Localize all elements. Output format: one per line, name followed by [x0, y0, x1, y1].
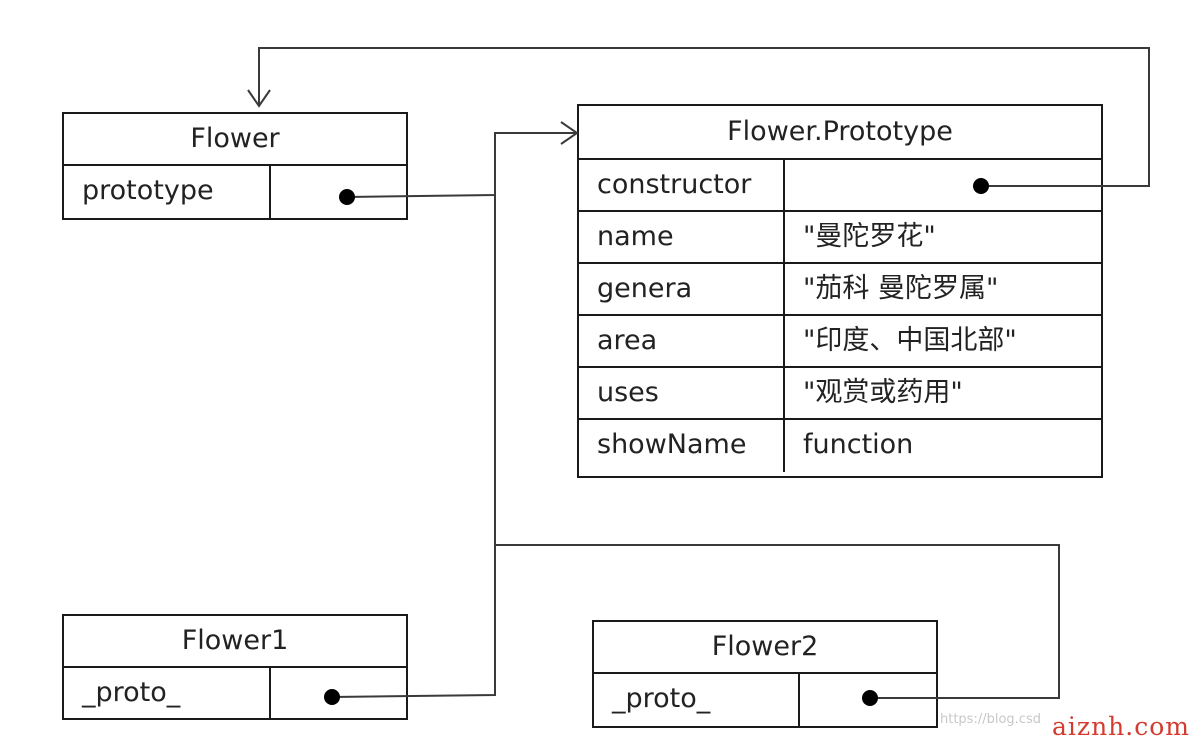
flower-prototype-key: prototype	[64, 166, 271, 218]
flower2-title: Flower2	[594, 622, 936, 674]
flower1-proto-row: _proto_	[64, 668, 406, 720]
flower2-proto-pointer-cell	[800, 674, 936, 726]
watermark-brand: aiznh.com	[1052, 712, 1190, 741]
row-value: "印度、中国北部"	[803, 325, 1017, 356]
flower1-title: Flower1	[64, 616, 406, 668]
flower1-proto-pointer-cell	[271, 668, 406, 720]
flower1-box: Flower1 _proto_	[62, 614, 408, 720]
table-row: area "印度、中国北部"	[579, 316, 1101, 368]
table-row: uses "观赏或药用"	[579, 368, 1101, 420]
flower2-box: Flower2 _proto_	[592, 620, 938, 728]
flower-prototype-pointer-cell	[271, 166, 406, 218]
flower2-proto-key: _proto_	[594, 674, 800, 726]
row-value	[785, 160, 1101, 210]
table-row: constructor	[579, 160, 1101, 212]
row-key: constructor	[579, 160, 785, 210]
row-key: area	[579, 316, 785, 366]
row-key: name	[579, 212, 785, 262]
flower-box: Flower prototype	[62, 112, 408, 220]
row-value: "曼陀罗花"	[803, 221, 936, 252]
flower-prototype-title: Flower.Prototype	[579, 106, 1101, 160]
flower2-proto-row: _proto_	[594, 674, 936, 726]
flower-title: Flower	[64, 114, 406, 166]
row-key: uses	[579, 368, 785, 418]
flower-prototype-box: Flower.Prototype constructor name "曼陀罗花"…	[577, 104, 1103, 478]
row-value: "观赏或药用"	[803, 377, 963, 408]
row-value: "茄科 曼陀罗属"	[803, 273, 999, 304]
arrowhead-flower	[247, 89, 271, 108]
row-key: showName	[579, 420, 785, 472]
row-value: function	[803, 429, 914, 460]
table-row: showName function	[579, 420, 1101, 472]
row-key: genera	[579, 264, 785, 314]
arrowhead-prototype	[560, 121, 579, 145]
flower1-proto-key: _proto_	[64, 668, 271, 720]
table-row: genera "茄科 曼陀罗属"	[579, 264, 1101, 316]
flower-prototype-row: prototype	[64, 166, 406, 218]
watermark-url: https://blog.csd	[940, 712, 1041, 727]
table-row: name "曼陀罗花"	[579, 212, 1101, 264]
